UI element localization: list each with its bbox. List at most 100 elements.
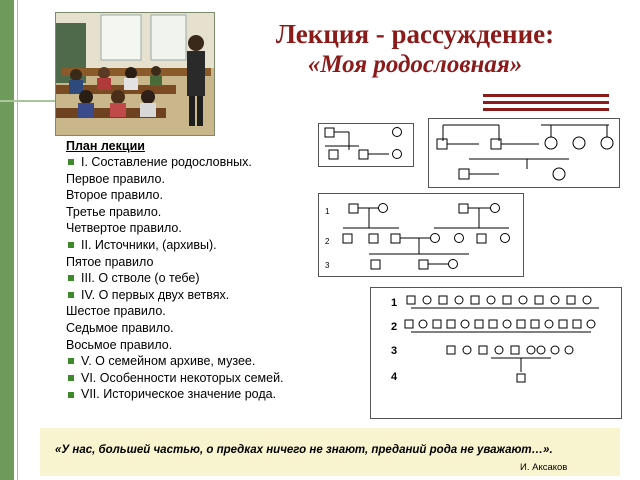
lecture-plan-item: III. О стволе (о тебе) (66, 270, 326, 287)
male-symbol (566, 295, 576, 305)
lecture-plan-item: IV. О первых двух ветвях. (66, 287, 326, 304)
lecture-plan-item-text: I. Составление родословных. (81, 155, 252, 169)
lecture-plan-heading: План лекции (66, 139, 145, 153)
female-symbol (550, 345, 560, 355)
pedigree-four-drawing: 1 2 3 4 (391, 295, 599, 383)
male-symbol (502, 295, 512, 305)
female-symbol (586, 319, 596, 329)
lecture-plan-item: Пятое правило (66, 254, 326, 271)
female-symbol (582, 295, 592, 305)
male-symbol (438, 295, 448, 305)
female-symbol (544, 319, 554, 329)
generation-label: 4 (391, 371, 398, 383)
lecture-plan-item-text: III. О стволе (о тебе) (81, 271, 200, 286)
pedigree-small-drawing (324, 127, 402, 160)
lecture-plan-list: I. Составление родословных. Первое правил… (66, 154, 326, 403)
female-symbol (460, 319, 470, 329)
lecture-plan-item-text: Шестое правило. (66, 304, 166, 319)
male-symbol (516, 373, 526, 383)
lecture-plan-item: Первое правило. (66, 171, 326, 188)
lecture-plan-item-text: Первое правило. (66, 171, 165, 186)
pedigree-diagram-four-generations: 1 2 3 4 (370, 287, 622, 419)
male-symbol (510, 345, 520, 355)
pedigree-diagram-three-generations: 1 2 3 (318, 193, 524, 277)
title-line-2: «Моя родословная» (307, 51, 523, 78)
male-symbol (470, 295, 480, 305)
left-decorative-line (14, 0, 18, 480)
male-symbol (404, 319, 414, 329)
female-symbol (462, 345, 472, 355)
pedigree-diagram-small (318, 123, 414, 167)
generation-label: 2 (325, 237, 330, 246)
female-symbol (502, 319, 512, 329)
classroom-photo (55, 12, 215, 136)
bullet-icon (68, 275, 74, 282)
lecture-plan: План лекции I. Составление родословных. П… (66, 138, 326, 403)
pedigree-three-drawing: 1 2 3 (325, 203, 510, 270)
female-symbol (494, 345, 504, 355)
female-symbol (454, 295, 464, 305)
title-decorative-stripes (483, 94, 609, 115)
lecture-plan-item-text: VII. Историческое значение рода. (81, 387, 277, 402)
lecture-plan-item-text: Третье правило. (66, 204, 162, 219)
title-line-1: Лекция - рассуждение: (275, 19, 555, 49)
generation-label: 1 (325, 207, 330, 216)
female-symbol (564, 345, 574, 355)
lecture-plan-item-text: V. О семейном архиве, музее. (81, 354, 256, 369)
female-symbol (486, 295, 496, 305)
generation-label: 2 (391, 321, 397, 333)
left-horizontal-rule (0, 100, 60, 102)
lecture-plan-item: Третье правило. (66, 204, 326, 221)
generation-label: 3 (391, 345, 397, 357)
generation-label: 1 (391, 297, 397, 309)
slide-title: Лекция - рассуждение: «Моя родословная» (225, 18, 605, 80)
male-symbol (406, 295, 416, 305)
female-symbol (536, 345, 546, 355)
lecture-plan-item-text: II. Источники, (архивы). (81, 237, 217, 252)
male-symbol (530, 319, 540, 329)
bullet-icon (68, 374, 74, 381)
male-symbol (558, 319, 568, 329)
epigraph-author: И. Аксаков (520, 462, 568, 473)
lecture-plan-item: VI. Особенности некоторых семей. (66, 370, 326, 387)
bullet-icon (68, 242, 74, 249)
lecture-plan-item: Седьмое правило. (66, 320, 326, 337)
female-symbol (526, 345, 536, 355)
epigraph-quote: «У нас, большей частью, о предках ничего… (55, 444, 553, 456)
lecture-plan-item: Четвертое правило. (66, 220, 326, 237)
male-symbol (516, 319, 526, 329)
generation-label: 3 (325, 261, 330, 270)
female-symbol (518, 295, 528, 305)
bullet-icon (68, 291, 74, 298)
lecture-plan-item: I. Составление родословных. (66, 154, 326, 171)
classroom-photo-illustration (56, 13, 214, 135)
bullet-icon (68, 159, 74, 166)
bullet-icon (68, 391, 74, 398)
male-symbol (446, 345, 456, 355)
lecture-plan-item-text: Четвертое правило. (66, 221, 182, 236)
male-symbol (572, 319, 582, 329)
lecture-plan-item-text: Второе правило. (66, 188, 163, 203)
lecture-plan-item: VII. Историческое значение рода. (66, 386, 326, 403)
bullet-icon (68, 358, 74, 365)
male-symbol (478, 345, 488, 355)
left-decorative-band (0, 0, 14, 480)
male-symbol (534, 295, 544, 305)
female-symbol (550, 295, 560, 305)
female-symbol (418, 319, 428, 329)
lecture-plan-item: Восьмое правило. (66, 337, 326, 354)
pedigree-diagram-medium (428, 118, 620, 188)
male-symbol (432, 319, 442, 329)
male-symbol (474, 319, 484, 329)
pedigree-medium-drawing (436, 124, 614, 181)
lecture-plan-item-text: Восьмое правило. (66, 337, 173, 352)
male-symbol (446, 319, 456, 329)
female-symbol (422, 295, 432, 305)
quote-band (40, 428, 620, 476)
male-symbol (488, 319, 498, 329)
lecture-plan-item-text: Седьмое правило. (66, 320, 174, 335)
lecture-plan-item: II. Источники, (архивы). (66, 237, 326, 254)
lecture-plan-item: V. О семейном архиве, музее. (66, 353, 326, 370)
lecture-plan-item: Второе правило. (66, 187, 326, 204)
lecture-plan-item-text: IV. О первых двух ветвях. (81, 287, 230, 302)
